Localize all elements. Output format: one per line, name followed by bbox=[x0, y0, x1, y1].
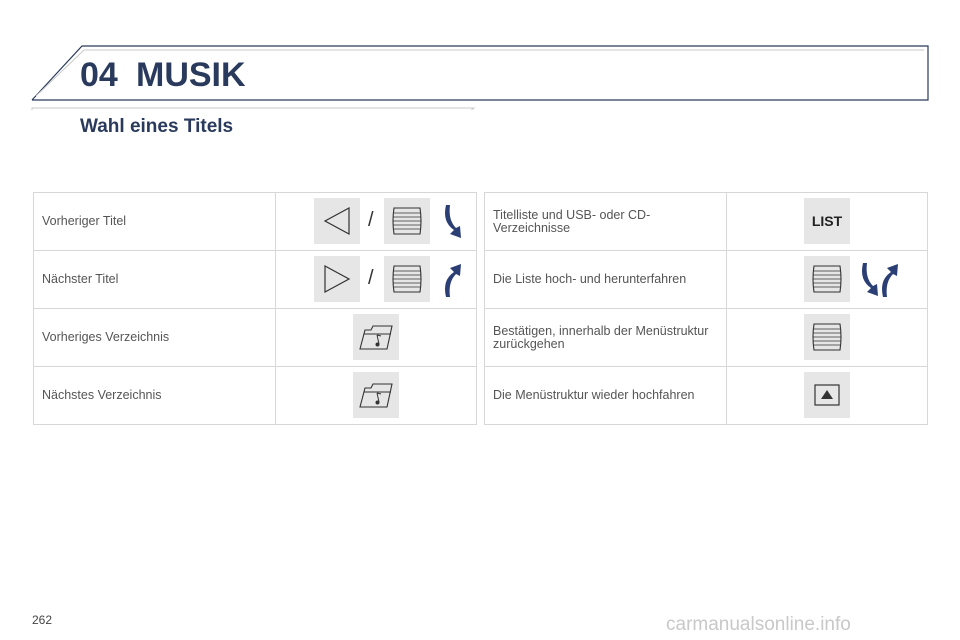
table-row: Nächstes Verzeichnis bbox=[33, 366, 477, 425]
rotary-knob-icon bbox=[384, 198, 430, 244]
rotary-knob-icon bbox=[384, 256, 430, 302]
row-label: Bestätigen, innerhalb der Menüstruktur z… bbox=[484, 308, 727, 367]
folder-music-icon bbox=[353, 314, 399, 360]
chapter-title: MUSIK bbox=[136, 56, 246, 94]
row-label: Titelliste und USB- oder CD- Verzeichnis… bbox=[484, 192, 727, 251]
table-row: Vorheriges Verzeichnis bbox=[33, 308, 477, 367]
list-button: LIST bbox=[804, 198, 850, 244]
row-label: Vorheriges Verzeichnis bbox=[33, 308, 276, 367]
rotate-down-arrow-icon bbox=[440, 202, 464, 247]
separator: / bbox=[368, 209, 374, 231]
rotate-both-arrows-icon bbox=[857, 260, 901, 305]
watermark: carmanualsonline.info bbox=[666, 614, 851, 635]
row-label: Die Menüstruktur wieder hochfahren bbox=[484, 366, 727, 425]
rotary-knob-icon bbox=[804, 314, 850, 360]
table-row: Vorheriger Titel / bbox=[33, 192, 477, 251]
table-row: Die Menüstruktur wieder hochfahren bbox=[484, 366, 928, 425]
chapter-header: 04 MUSIK bbox=[0, 0, 960, 110]
page-number: 262 bbox=[32, 613, 53, 627]
section-title: Wahl eines Titels bbox=[80, 116, 234, 137]
right-controls-table: Titelliste und USB- oder CD- Verzeichnis… bbox=[484, 192, 928, 425]
chapter-number: 04 bbox=[80, 56, 118, 94]
table-row: Die Liste hoch- und herunterfahren bbox=[484, 250, 928, 309]
list-button-label: LIST bbox=[811, 213, 843, 229]
rotary-knob-icon bbox=[804, 256, 850, 302]
table-row: Titelliste und USB- oder CD- Verzeichnis… bbox=[484, 192, 928, 251]
table-row: Nächster Titel / bbox=[33, 250, 477, 309]
previous-triangle-icon bbox=[314, 198, 360, 244]
separator: / bbox=[368, 267, 374, 289]
left-controls-table: Vorheriger Titel / Nächster Titel bbox=[33, 192, 477, 425]
header-frame bbox=[31, 45, 929, 110]
table-row: Bestätigen, innerhalb der Menüstruktur z… bbox=[484, 308, 928, 367]
folder-music-icon bbox=[353, 372, 399, 418]
row-label: Die Liste hoch- und herunterfahren bbox=[484, 250, 727, 309]
rotate-up-arrow-icon bbox=[440, 260, 464, 305]
row-label: Nächstes Verzeichnis bbox=[33, 366, 276, 425]
eject-up-icon bbox=[804, 372, 850, 418]
next-triangle-icon bbox=[314, 256, 360, 302]
row-label: Nächster Titel bbox=[33, 250, 276, 309]
row-label: Vorheriger Titel bbox=[33, 192, 276, 251]
